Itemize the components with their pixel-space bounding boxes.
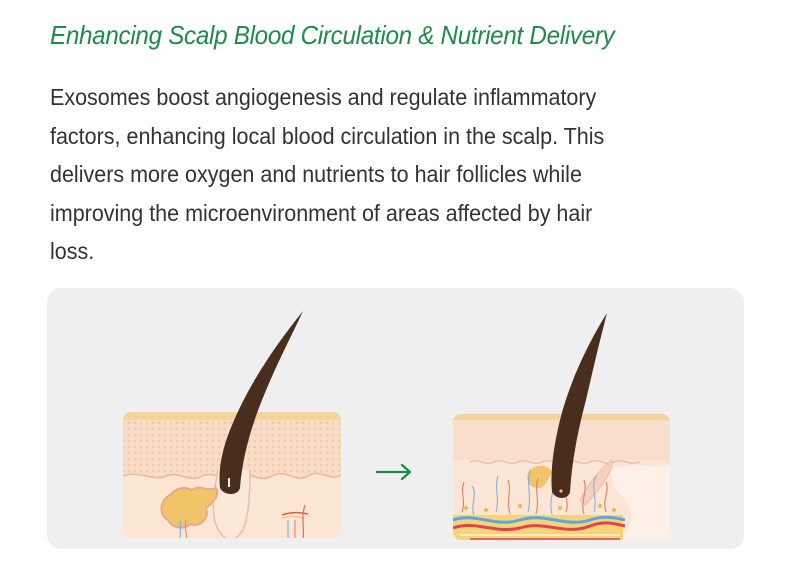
before-scalp-illustration xyxy=(123,311,341,538)
description-line: loss. xyxy=(50,238,95,264)
description-line: Exosomes boost angiogenesis and regulate… xyxy=(50,84,597,110)
description-line: improving the microenvironment of areas … xyxy=(50,199,593,226)
after-scalp-illustration xyxy=(453,313,670,540)
description-line: factors, enhancing local blood circulati… xyxy=(50,122,605,149)
description-paragraph: Exosomes boost angiogenesis and regulate… xyxy=(50,78,770,271)
page-title: Enhancing Scalp Blood Circulation & Nutr… xyxy=(50,20,615,50)
right-arrow-icon xyxy=(375,463,412,481)
hair-shaft xyxy=(219,311,303,494)
description-line: delivers more oxygen and nutrients to ha… xyxy=(50,161,582,187)
hair-shaft xyxy=(551,313,607,498)
